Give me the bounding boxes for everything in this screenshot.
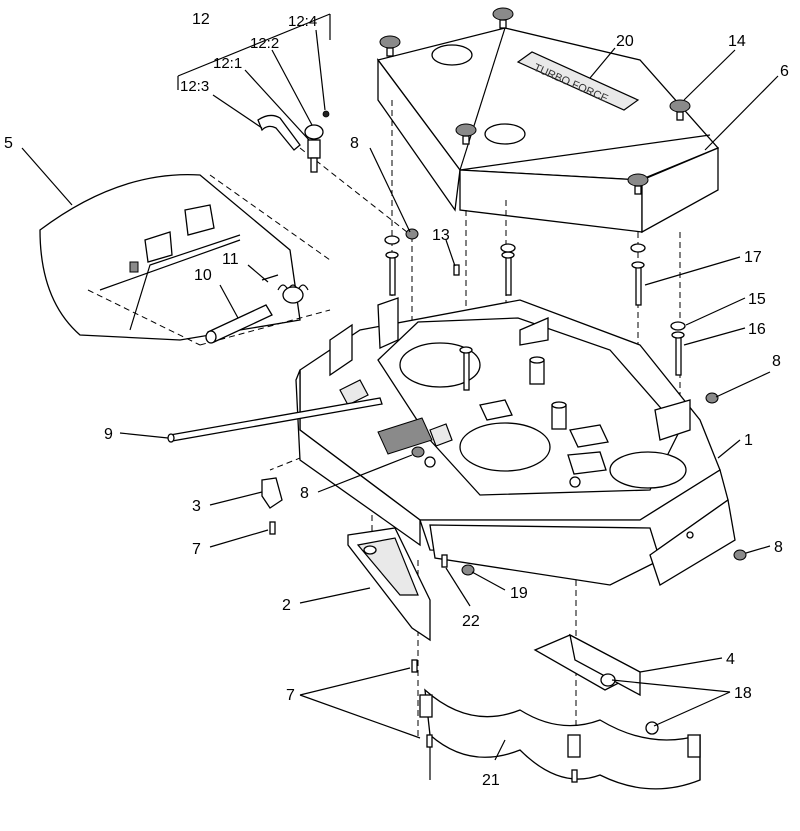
callout-7-bottom: 7 (286, 687, 295, 704)
callout-12-3: 12:3 (180, 78, 209, 95)
callout-2: 2 (282, 597, 291, 614)
callout-14: 14 (728, 33, 746, 50)
callout-18: 18 (734, 685, 752, 702)
callout-3: 3 (192, 498, 201, 515)
callout-10: 10 (194, 267, 212, 284)
bolt-13 (453, 264, 460, 276)
bolt-22 (441, 554, 448, 568)
callout-15: 15 (748, 291, 766, 308)
leader-lines (21, 13, 779, 761)
callout-13: 13 (432, 227, 450, 244)
top-cover-6: TURBO FORCE (376, 27, 720, 234)
lower-shield-21 (419, 688, 701, 790)
callout-12-2: 12:2 (250, 35, 279, 52)
nut-19 (461, 564, 475, 576)
callout-16: 16 (748, 321, 766, 338)
nuts-8 (405, 228, 747, 561)
callout-19: 19 (510, 585, 528, 602)
callout-8-bottom-right: 8 (774, 539, 783, 556)
callout-8-right: 8 (772, 353, 781, 370)
rod-10 (205, 304, 273, 344)
callout-4: 4 (726, 651, 735, 668)
callout-11: 11 (222, 251, 239, 268)
spring-11 (261, 274, 309, 304)
callout-22: 22 (462, 613, 480, 630)
callout-21: 21 (482, 772, 500, 789)
callout-17: 17 (744, 249, 762, 266)
callout-5: 5 (4, 135, 13, 152)
discharge-chute-5 (39, 173, 301, 341)
callout-9: 9 (104, 426, 113, 443)
knobs-14 (379, 7, 691, 195)
callout-12-4: 12:4 (288, 13, 317, 30)
switch-assembly-12 (257, 110, 330, 173)
callout-1: 1 (744, 432, 753, 449)
callout-8-mid: 8 (300, 485, 309, 502)
callout-12: 12 (192, 11, 210, 28)
bracket-3 (261, 477, 283, 535)
callout-8-top: 8 (350, 135, 359, 152)
baffle-2 (347, 527, 431, 673)
callout-12-1: 12:1 (213, 55, 242, 72)
mower-deck-1 (295, 297, 736, 586)
bracket-4 (533, 633, 642, 697)
chute-guide-lines (87, 174, 331, 346)
washers-15 (384, 235, 686, 331)
bolts-16-17 (385, 251, 685, 391)
callout-7-top: 7 (192, 541, 201, 558)
callout-20: 20 (616, 33, 634, 50)
callout-labels: 12 12:4 12:2 12:1 12:3 5 8 13 11 10 9 3 … (4, 11, 789, 789)
callout-6: 6 (780, 63, 789, 80)
